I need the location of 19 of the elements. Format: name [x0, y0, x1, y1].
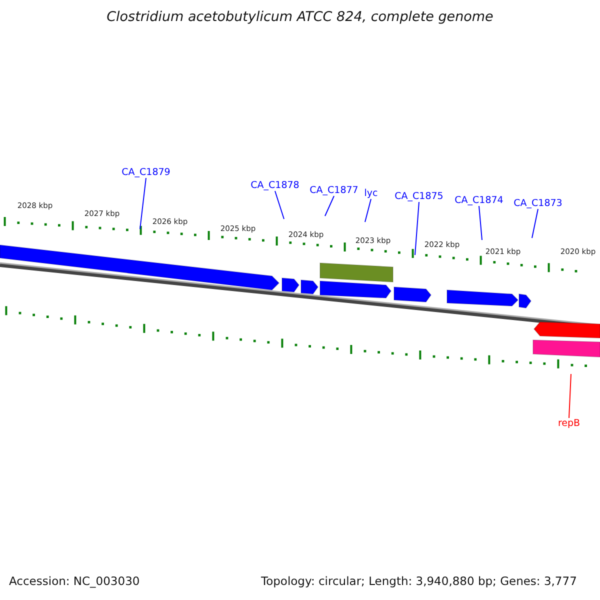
leader-line: [140, 178, 146, 230]
gene-label: CA_C1877: [310, 185, 358, 196]
gene-label: CA_C1873: [514, 198, 562, 209]
leader-line: [324, 196, 334, 216]
gene-label: CA_C1879: [122, 167, 170, 178]
gene-label: lyc: [364, 188, 378, 199]
gene-label: CA_C1878: [250, 180, 300, 191]
leader-line: [478, 206, 482, 240]
gene-label: CA_C1874: [454, 195, 504, 206]
gene-label: CA_C1875: [394, 191, 444, 202]
leader-line: [532, 208, 538, 238]
footer-text: Accession: NC_003030: [9, 574, 140, 588]
leader-line: [568, 374, 572, 418]
title: Clostridium acetobutylicum ATCC 824, complete genome: [106, 9, 494, 25]
gene-label: repB: [558, 418, 580, 429]
leader-line: [364, 198, 372, 222]
leader-line: [414, 202, 420, 256]
leader-line: [274, 190, 284, 220]
footer-text: Topology: circular; Length: 3,940,880 bp; Genes: 3,777: [261, 574, 577, 588]
